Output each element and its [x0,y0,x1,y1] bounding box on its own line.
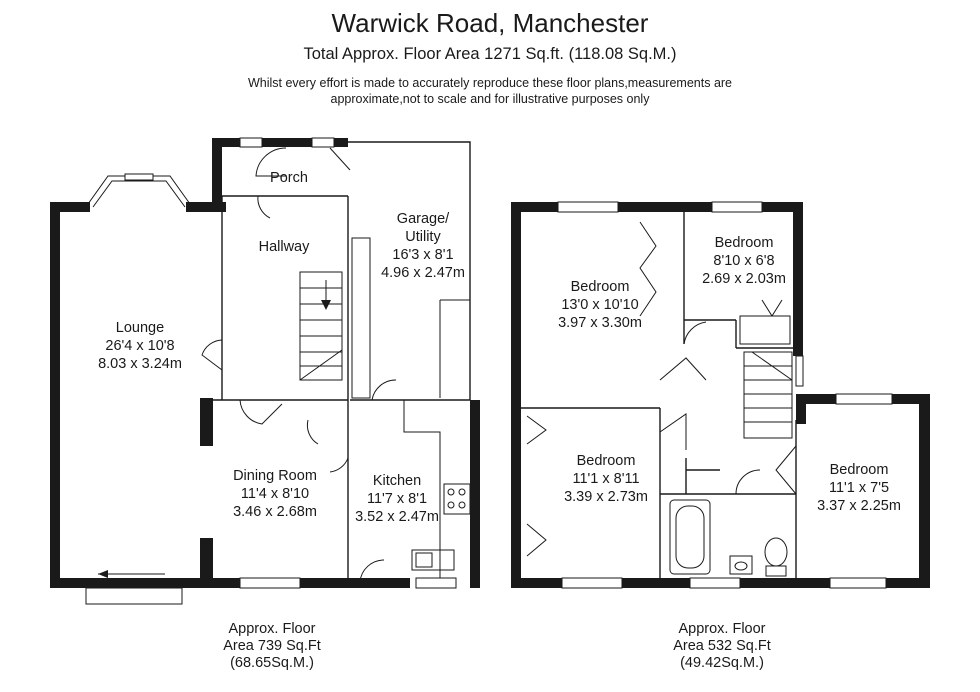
lounge-label: Lounge [116,320,164,336]
garage-dimensions-metric: 4.96 x 2.47m [381,265,465,281]
bedroom-2-dimensions-imperial: 8'10 x 6'8 [713,253,774,269]
first-floor-area: Approx. Floor Area 532 Sq.Ft (49.42Sq.M.… [622,621,822,672]
porch-window-2 [311,137,335,148]
hallway-label: Hallway [259,239,311,255]
lounge-north-wall-left [50,202,90,212]
bed4-west-wall-stub [796,394,806,424]
garage-outline [348,141,471,400]
kitchen-east-wall [470,400,480,588]
ground-floor-area: Approx. Floor Area 739 Sq.Ft (68.65Sq.M.… [172,621,372,672]
first-floor-plan: Bedroom 13'0 x 10'10 3.97 x 3.30m Bedroo… [511,201,930,589]
ground-floor-area-line1: Approx. Floor [228,621,316,637]
dining-dimensions-metric: 3.46 x 2.68m [233,504,317,520]
total-floor-area: Total Approx. Floor Area 1271 Sq.ft. (11… [303,45,677,63]
lounge-dimensions-metric: 8.03 x 3.24m [98,356,182,372]
ground-floor-plan: Porch Hallway Garage/ Utility 16'3 x 8'1… [50,137,480,605]
garage-label-2: Utility [405,229,441,245]
porch-west-wall [212,138,222,210]
dining-dimensions-imperial: 11'4 x 8'10 [241,486,309,502]
wardrobe-bed3-lower [526,523,547,557]
garage-door-swing [329,147,351,171]
porch-north-wall [212,138,348,147]
disclaimer-line-1: Whilst every effort is made to accuratel… [247,76,733,90]
garage-dimensions-imperial: 16'3 x 8'1 [392,247,453,263]
first-floor-area-line2: Area 532 Sq.Ft [673,638,771,654]
sink-icon [411,549,455,571]
kitchen-dimensions-metric: 3.52 x 2.47m [355,509,439,525]
lounge-pier-lower [200,538,213,582]
bed1-door-swing [659,357,707,381]
bedroom-1-window [557,201,619,213]
porch-door-swing [255,147,287,177]
bath-icon [669,499,711,575]
porch-window [239,137,263,148]
kitchen-window [415,577,457,589]
bath-door-swing [735,469,761,495]
first-north-wall [511,202,803,212]
bathroom-window [689,577,741,589]
bed2-door-swing [683,321,707,345]
bedroom-4-dimensions-imperial: 11'1 x 7'5 [829,480,889,496]
page-title: Warwick Road, Manchester [331,8,649,38]
first-floor-area-line3: (49.42Sq.M.) [680,655,764,671]
kitchen-label: Kitchen [373,473,421,489]
bedroom-4-dimensions-metric: 3.37 x 2.25m [817,498,901,514]
lounge-pier-upper [200,398,213,446]
porch-label: Porch [270,170,308,186]
wardrobe-bed3-upper [526,415,547,445]
bedroom-3-dimensions-imperial: 11'1 x 8'11 [572,471,639,487]
dining-label: Dining Room [233,468,317,484]
bedroom-3-dimensions-metric: 3.39 x 2.73m [564,489,648,505]
lounge-dimensions-imperial: 26'4 x 10'8 [105,338,174,354]
bedroom-2-window [711,201,763,213]
ground-floor-area-line2: Area 739 Sq.Ft [223,638,321,654]
bedroom-1-dimensions-metric: 3.97 x 3.30m [558,315,642,331]
bedroom-4-label: Bedroom [830,462,889,478]
bedroom-1-dimensions-imperial: 13'0 x 10'10 [561,297,638,313]
lounge-door-swing [201,339,223,371]
lounge-west-wall [50,202,60,588]
wardrobe-bed2 [761,299,783,317]
first-staircase [743,351,793,439]
bed4-east-wall [919,394,930,588]
kitchen-worktop [403,400,441,578]
hob-icon [443,483,471,515]
dining-window [239,577,301,589]
hall-door-swing [257,195,271,219]
wardrobe-bed1 [639,221,657,317]
disclaimer-line-2: approximate,not to scale and for illustr… [330,92,650,106]
bedroom-2-dimensions-metric: 2.69 x 2.03m [702,271,786,287]
bedroom-4-window-rear [829,577,887,589]
bedroom-1-label: Bedroom [571,279,630,295]
first-east-wall-upper [793,202,803,356]
garage-label: Garage/ [397,211,450,227]
patio-door [85,587,183,605]
first-floor-area-line1: Approx. Floor [678,621,766,637]
toilet-icon [764,537,788,567]
bedroom-3-window [561,577,623,589]
ground-staircase [299,271,343,381]
bed3-door-swing [659,413,687,450]
ground-floor-area-line3: (68.65Sq.M.) [230,655,314,671]
bed4-door-swing [775,445,797,495]
kitchen-dimensions-imperial: 11'7 x 8'1 [367,491,427,507]
bedroom-2-label: Bedroom [715,235,774,251]
basin-icon [729,555,753,575]
bedroom-4-window [835,393,893,405]
first-west-wall [511,202,521,588]
bedroom-3-label: Bedroom [577,453,636,469]
ground-south-wall [50,578,410,588]
dining-door-swing [239,399,283,425]
lounge-north-wall-right [186,202,226,212]
